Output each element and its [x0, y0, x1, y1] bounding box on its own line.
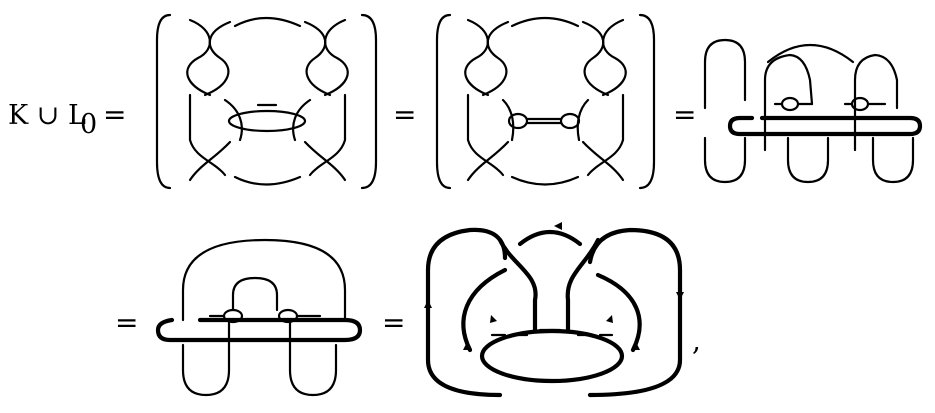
arrow-left-icon: [554, 222, 562, 230]
left-twist-strand-a: [187, 20, 210, 95]
right-twist-strand-b: [603, 20, 626, 95]
right-lower-loop: [873, 138, 913, 182]
lhs-subscript: 0: [80, 109, 97, 140]
clasp-strand-right: [293, 100, 310, 140]
frame-right-bracket: [362, 15, 376, 188]
top-arc: [768, 45, 853, 62]
top-arc: [512, 18, 578, 26]
left-lower-twist-a: [468, 140, 503, 175]
lhs-main-text: K ∪ L: [8, 100, 86, 131]
bottom-ellipse: [482, 331, 622, 381]
outer-left-loop: [705, 40, 745, 108]
equals-sign-2: =: [393, 98, 416, 131]
knot-diagram-1: [157, 15, 376, 188]
right-twist-strand-a: [583, 22, 608, 95]
left-twist-strand-b: [483, 22, 508, 95]
bottom-arc: [235, 177, 300, 185]
left-small-clasp: [782, 98, 798, 110]
knot-diagram-5: [424, 222, 684, 395]
clasp-strand-left: [225, 100, 242, 140]
arrow-inner-left-icon: [490, 315, 497, 323]
frame-left-bracket: [437, 15, 450, 188]
trailing-comma: ,: [692, 324, 701, 357]
frame-right-bracket: [640, 15, 654, 188]
outer-left-lower-loop: [705, 138, 745, 182]
middle-lower-loop: [788, 138, 828, 182]
equals-sign-4: =: [115, 306, 138, 339]
equals-sign-5: =: [382, 306, 405, 339]
right-lower-twist-a: [310, 140, 345, 175]
equals-sign-1: =: [103, 98, 126, 131]
top-arc: [235, 18, 300, 26]
arrow-inner-right-icon: [606, 315, 613, 323]
frame-left-bracket: [157, 15, 170, 188]
arrow-up-icon: [424, 300, 432, 308]
top-thick-arc: [520, 232, 580, 244]
left-twist-strand-b: [205, 22, 230, 95]
right-clasp-loop: [561, 114, 579, 128]
outer-right-thick-loop: [590, 230, 680, 395]
arrow-down-icon: [676, 292, 684, 300]
right-twist-strand-b: [325, 20, 348, 95]
inner-round-arc: [233, 278, 277, 310]
knot-diagram-3: [705, 40, 920, 182]
right-twist-strand-a: [305, 22, 330, 95]
bottom-arc: [512, 177, 578, 185]
knot-diagram-2: [437, 15, 654, 188]
equals-sign-3: =: [673, 98, 696, 131]
left-twist-strand-a: [465, 20, 488, 95]
right-lower-loop: [290, 322, 336, 395]
left-lower-twist-a: [190, 140, 225, 175]
thick-band: [730, 118, 920, 134]
right-lower-twist-a: [588, 140, 623, 175]
left-lower-loop: [183, 322, 229, 395]
knot-diagram-4: [158, 240, 360, 395]
thick-band: [158, 320, 360, 340]
equation-lhs: K ∪ L 0 =: [8, 98, 126, 140]
